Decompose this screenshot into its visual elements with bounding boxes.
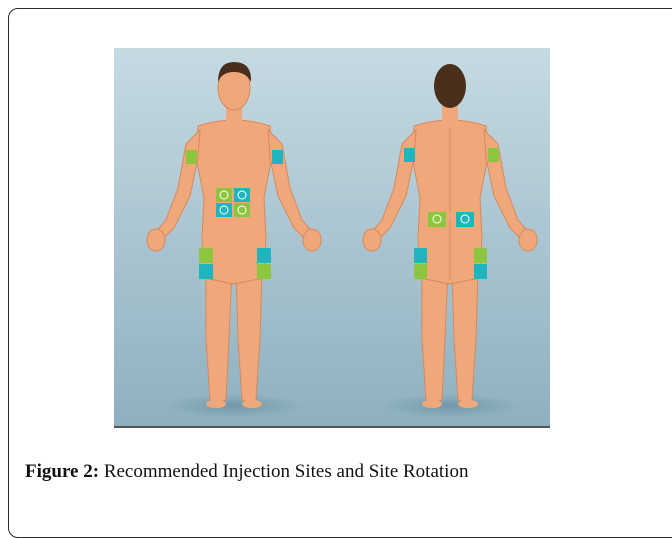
site-front-right-arm: [272, 150, 283, 164]
site-back-right-thigh-lower: [474, 264, 487, 279]
back-head: [434, 64, 466, 108]
site-abdomen-4: [234, 203, 250, 217]
back-left-foot: [422, 400, 442, 408]
back-neck: [442, 106, 458, 122]
back-right-hand: [519, 229, 537, 251]
site-front-right-thigh-lower: [257, 264, 271, 279]
back-floor-shadow: [380, 394, 520, 418]
site-front-left-arm: [186, 150, 197, 164]
injection-sites-illustration: [114, 48, 550, 428]
front-floor-shadow: [164, 394, 304, 418]
back-left-hand: [363, 229, 381, 251]
site-abdomen-1: [216, 188, 232, 202]
back-right-foot: [458, 400, 478, 408]
background-panel: [114, 48, 550, 428]
site-back-right-buttock: [456, 212, 474, 227]
figure-caption: Figure 2: Recommended Injection Sites an…: [25, 461, 468, 483]
front-left-foot: [206, 400, 226, 408]
site-front-right-thigh-upper: [257, 248, 271, 263]
site-back-right-thigh-upper: [474, 248, 487, 263]
front-left-hand: [147, 229, 165, 251]
site-back-left-thigh-upper: [414, 248, 427, 263]
site-back-right-arm: [488, 148, 499, 162]
front-right-foot: [242, 400, 262, 408]
site-abdomen-2: [234, 188, 250, 202]
figure-caption-text: Recommended Injection Sites and Site Rot…: [99, 461, 468, 482]
site-back-left-arm: [404, 148, 415, 162]
front-right-hand: [303, 229, 321, 251]
site-front-left-thigh-lower: [199, 264, 213, 279]
site-back-left-thigh-lower: [414, 264, 427, 279]
figure-label: Figure 2:: [25, 461, 99, 482]
site-back-left-buttock: [428, 212, 446, 227]
site-abdomen-3: [216, 203, 232, 217]
site-front-left-thigh-upper: [199, 248, 213, 263]
